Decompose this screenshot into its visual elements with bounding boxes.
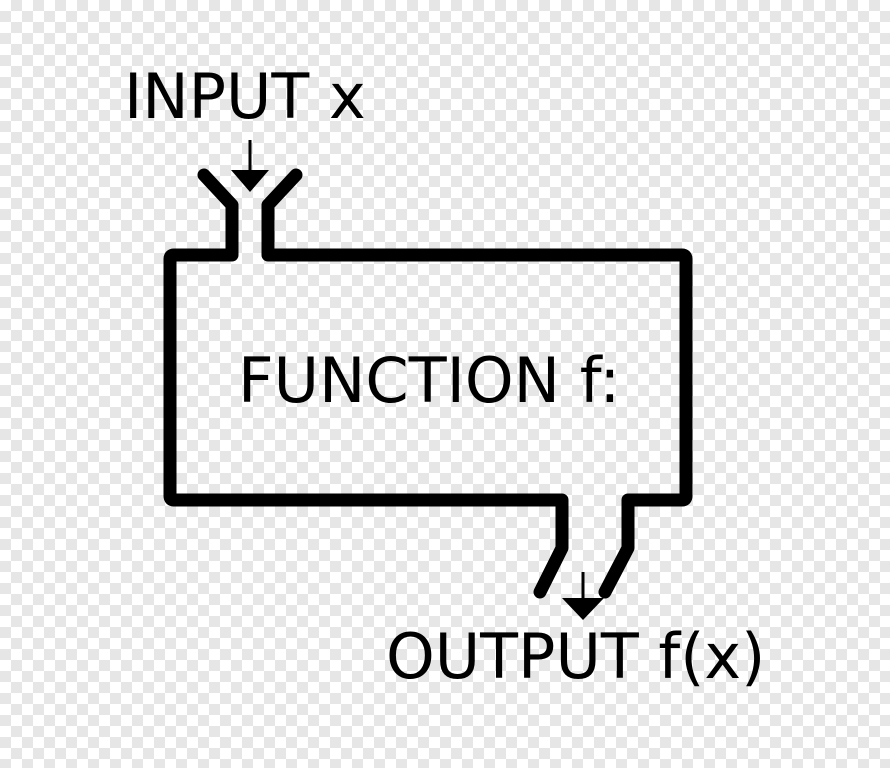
output-arrow-head (562, 598, 604, 620)
function-box-outline (163, 168, 693, 599)
output-label: OUTPUT f(x) (386, 620, 766, 693)
input-label: INPUT x (124, 60, 366, 133)
function-label: FUNCTION f: (238, 344, 621, 417)
input-arrow-head (231, 170, 269, 192)
